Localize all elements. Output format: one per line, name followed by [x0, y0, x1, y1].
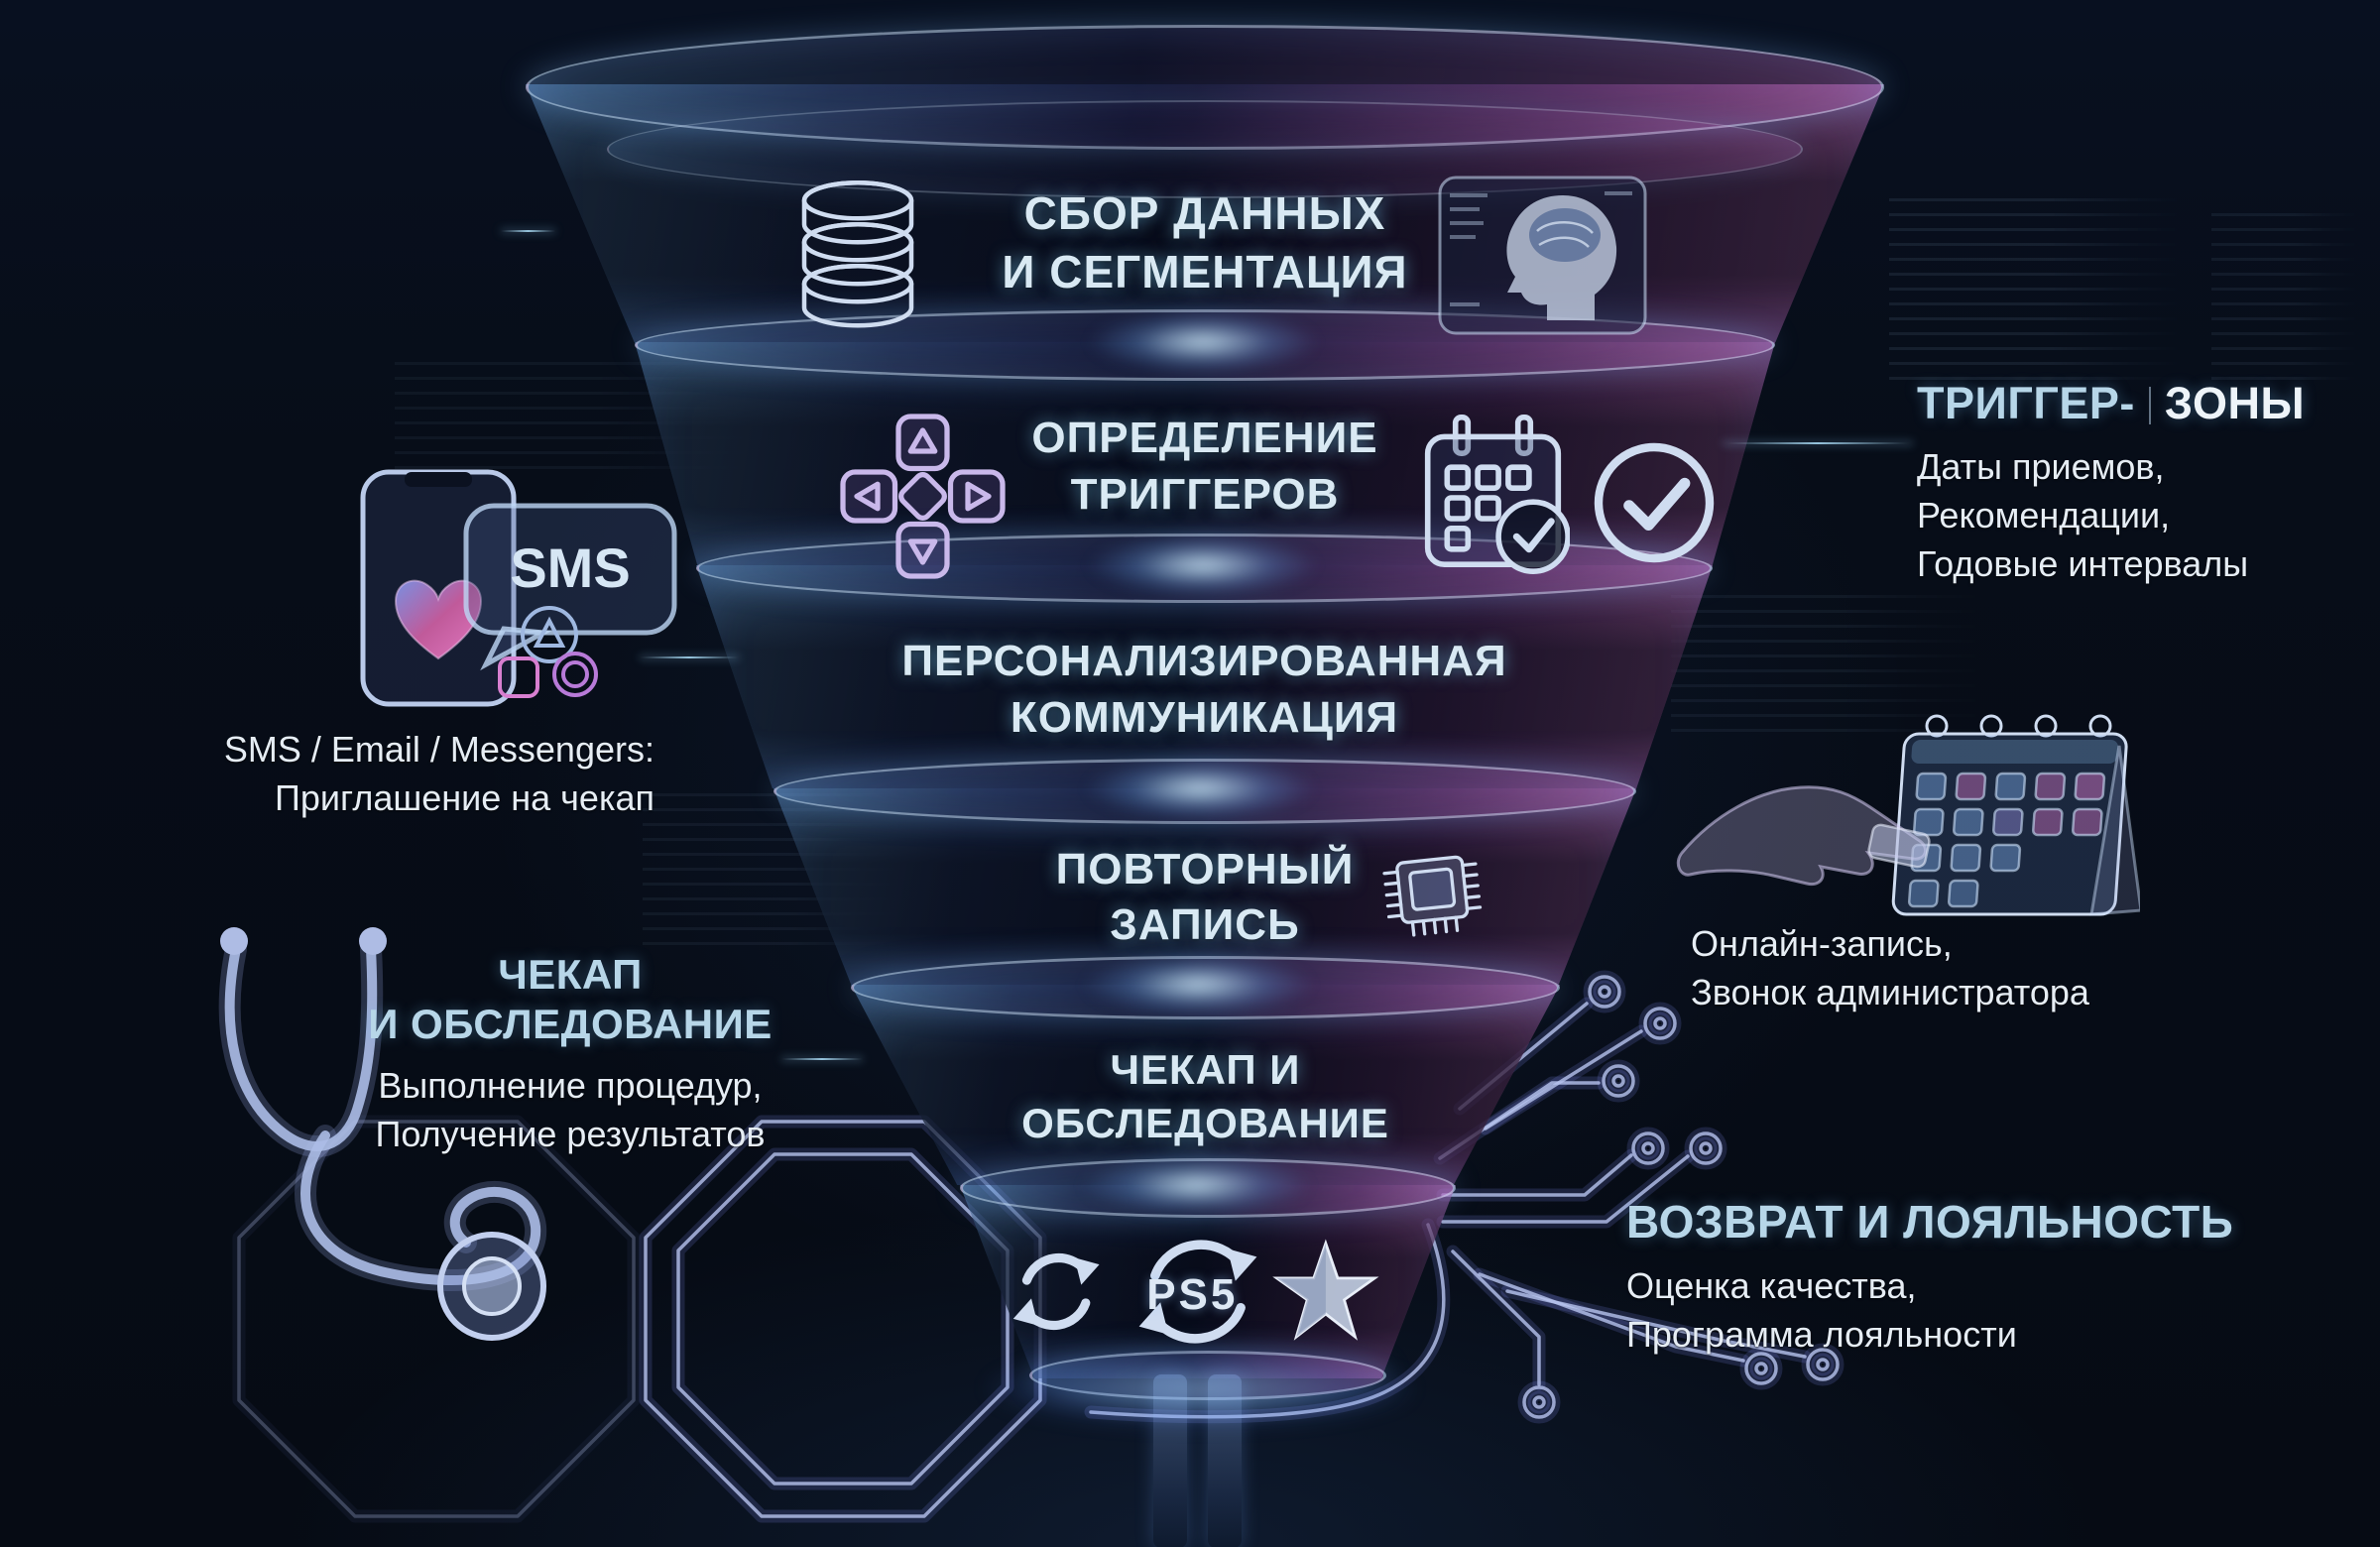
- funnel-tier-repeat-booking: ПОВТОРНЫЙ ЗАПИСЬ: [774, 759, 1636, 985]
- annotation-line: Выполнение процедур,: [378, 1065, 763, 1107]
- funnel-tier-data-collection: СБОР ДАННЫХ И СЕГМЕНТАЦИЯ: [526, 25, 1884, 342]
- annotation-body: Выполнение процедур, Получение результат…: [298, 1062, 843, 1159]
- phone-sms-icon: SMS: [360, 469, 677, 707]
- funnel-tier-personalized-communication: ПЕРСОНАЛИЗИРОВАННАЯ КОММУНИКАЦИЯ: [696, 534, 1713, 788]
- annotation-line: Онлайн-запись,: [1691, 923, 1953, 964]
- connector-line: [501, 230, 555, 232]
- annotation-body: SMS / Email / Messengers: Приглашение на…: [139, 726, 654, 823]
- annotation-title-line: И ОБСЛЕДОВАНИЕ: [368, 1000, 773, 1047]
- funnel-tier-label: ПЕРСОНАЛИЗИРОВАННАЯ КОММУНИКАЦИЯ: [696, 565, 1713, 788]
- annotation-title-rest: ЗОНЫ: [2164, 378, 2306, 428]
- connector-line: [781, 1058, 863, 1060]
- annotation-line: Оценка качества,: [1626, 1265, 1917, 1307]
- tier-label-line: СБОР ДАННЫХ: [1023, 187, 1386, 240]
- calendar-check-icon: [1424, 415, 1570, 574]
- connector-line: [1723, 442, 1913, 444]
- annotation-body: Оценка качества, Программа лояльности: [1626, 1262, 2241, 1360]
- base-glow: [987, 1349, 1413, 1428]
- title-divider: [2148, 387, 2151, 424]
- annotation-title: ТРИГГЕР- ЗОНЫ: [1917, 377, 2380, 429]
- refresh-icon: [1012, 1252, 1100, 1330]
- glow-junction: [1086, 757, 1314, 820]
- annotation-return-loyalty: ВОЗВРАТ И ЛОЯЛЬНОСТЬ Оценка качества, Пр…: [1626, 1195, 2241, 1360]
- stethoscope-icon: [218, 927, 547, 1341]
- tier-label-line: КОММУНИКАЦИЯ: [1010, 692, 1399, 742]
- sms-bubble-label: SMS: [510, 536, 630, 599]
- annotation-body: Даты приемов, Рекомендации, Годовые инте…: [1917, 443, 2380, 589]
- annotation-line: Звонок администратора: [1691, 971, 2089, 1012]
- annotation-title-line: ЧЕКАП: [498, 951, 643, 998]
- annotation-line: Приглашение на чекап: [274, 776, 654, 818]
- annotation-line: Программа лояльности: [1626, 1314, 2017, 1356]
- annotation-line: Получение результатов: [375, 1114, 766, 1155]
- code-panel: [1889, 198, 2187, 387]
- funnel-tier-label: ОПРЕДЕЛЕНИЕ ТРИГГЕРОВ: [635, 342, 1775, 565]
- cup-icons-row: PS5: [1000, 1222, 1380, 1361]
- glow-junction: [1089, 310, 1317, 374]
- brain-scan-icon: [1438, 176, 1647, 335]
- dpad-icon: [840, 414, 1006, 579]
- annotation-title: ВОЗВРАТ И ЛОЯЛЬНОСТЬ: [1626, 1196, 2234, 1248]
- funnel-tier-label: ЧЕКАП И ОБСЛЕДОВАНИЕ: [851, 985, 1560, 1185]
- star-icon: [1272, 1239, 1379, 1341]
- annotation-line: Рекомендации,: [1917, 495, 2171, 536]
- funnel-tier-label: ПОВТОРНЫЙ ЗАПИСЬ: [774, 788, 1636, 985]
- check-circle-icon: [1594, 442, 1715, 563]
- tier-label-line: ЧЕКАП И: [1110, 1046, 1301, 1094]
- funnel-tier-trigger-definition: ОПРЕДЕЛЕНИЕ ТРИГГЕРОВ: [635, 309, 1775, 565]
- annotation-line: Годовые интервалы: [1917, 543, 2249, 584]
- refresh-ps5-icon: PS5: [1129, 1225, 1257, 1359]
- annotation-sms-invite: SMS / Email / Messengers: Приглашение на…: [139, 726, 654, 823]
- tier-label-line: ЗАПИСЬ: [1110, 900, 1300, 949]
- hand-calendar-icon: [1676, 714, 2140, 916]
- tier-label-line: ПЕРСОНАЛИЗИРОВАННАЯ: [901, 637, 1507, 686]
- database-icon: [801, 180, 914, 328]
- annotation-line: SMS / Email / Messengers:: [223, 729, 654, 770]
- annotation-title: ЧЕКАП И ОБСЛЕДОВАНИЕ: [298, 950, 843, 1048]
- annotation-line: Даты приемов,: [1917, 446, 2165, 488]
- annotation-trigger-zones: ТРИГГЕР- ЗОНЫ Даты приемов, Рекомендации,…: [1917, 377, 2380, 589]
- annotation-checkup-exam: ЧЕКАП И ОБСЛЕДОВАНИЕ Выполнение процедур…: [298, 950, 843, 1159]
- tier-label-line: ОБСЛЕДОВАНИЕ: [1021, 1100, 1389, 1146]
- tier-label-line: ПОВТОРНЫЙ: [1055, 844, 1355, 893]
- connector-line: [640, 656, 739, 658]
- glow-junction: [1082, 1153, 1310, 1217]
- annotation-online-booking: Онлайн-запись, Звонок администратора: [1691, 920, 2167, 1017]
- code-panel: [1671, 595, 1988, 744]
- code-panel: [2211, 213, 2360, 387]
- sms-bubble: SMS: [463, 503, 677, 671]
- glow-junction: [1089, 534, 1317, 597]
- tier-label-line: ТРИГГЕРОВ: [1070, 469, 1340, 519]
- ps5-logo: PS5: [1146, 1269, 1239, 1319]
- funnel-tier-label: СБОР ДАННЫХ И СЕГМЕНТАЦИЯ: [526, 84, 1884, 342]
- chip-icon: [1382, 855, 1483, 937]
- annotation-body: Онлайн-запись, Звонок администратора: [1691, 920, 2167, 1017]
- tier-label-line: ОПРЕДЕЛЕНИЕ: [1031, 414, 1378, 463]
- glow-junction: [1084, 953, 1312, 1016]
- tier-label-line: И СЕГМЕНТАЦИЯ: [1002, 246, 1408, 298]
- annotation-title-accent: ТРИГГЕР-: [1917, 378, 2135, 428]
